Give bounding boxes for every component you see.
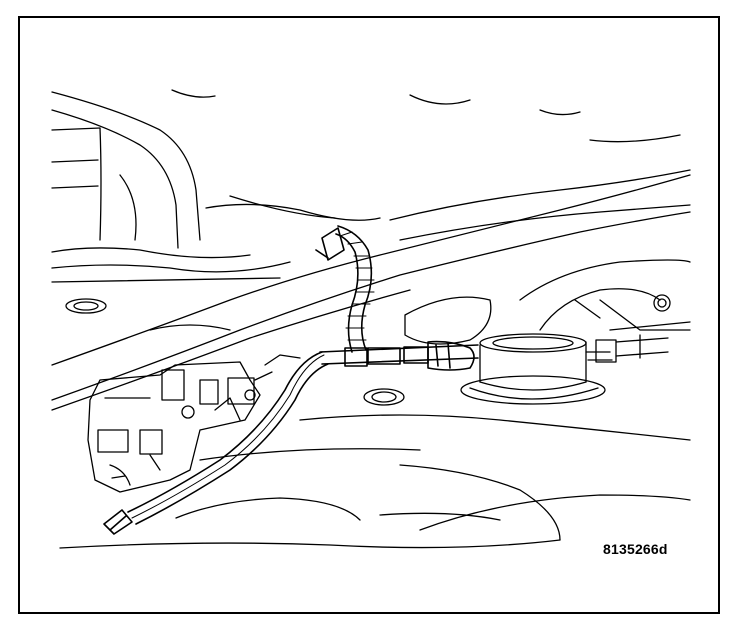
hose-assembly (103, 225, 479, 535)
hood-seam-lines (51, 94, 691, 411)
reservoir-cylinder (460, 333, 669, 405)
illustration-frame (18, 16, 720, 614)
mounting-bosses (65, 294, 671, 406)
body-contours (59, 259, 691, 549)
upper-body-panel (51, 89, 381, 283)
figure-number: 8135266d (603, 541, 668, 557)
engine-hardware-cluster (87, 354, 301, 493)
